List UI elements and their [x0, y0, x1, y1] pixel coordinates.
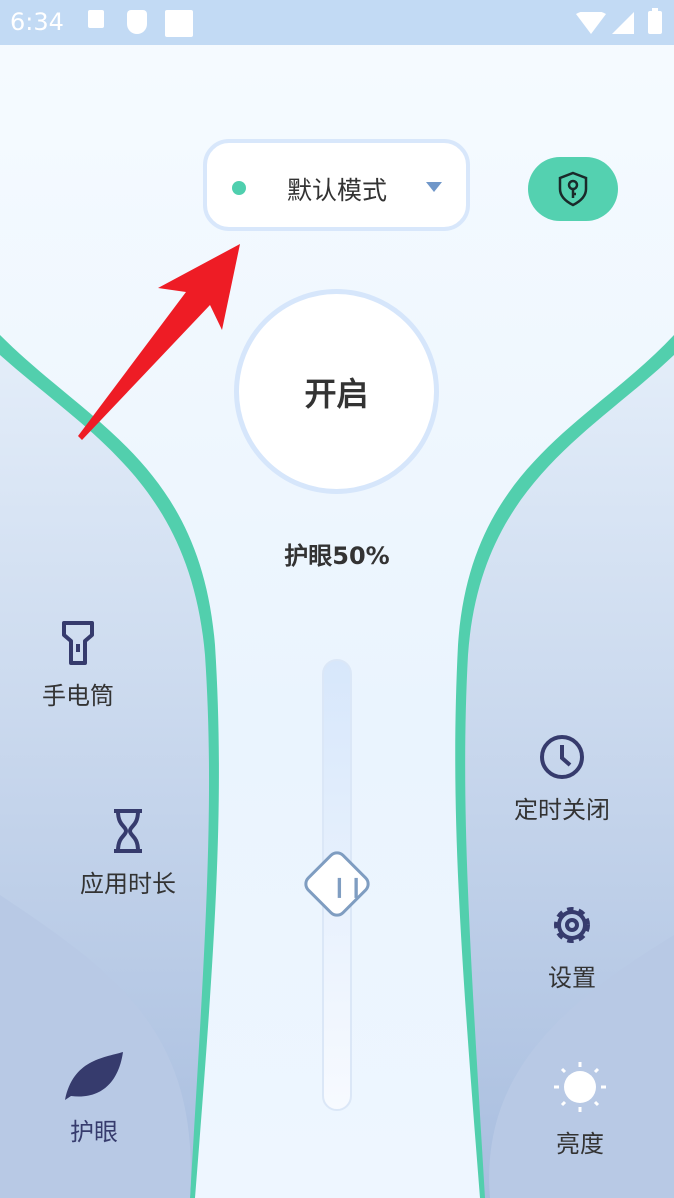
power-button[interactable]: 开启: [234, 289, 439, 494]
clock-icon: [540, 735, 584, 779]
status-time: 6:34: [10, 8, 64, 36]
hourglass-icon: [114, 809, 142, 853]
power-label: 开启: [304, 374, 369, 413]
signal-icon: [612, 12, 634, 34]
gear-icon: [554, 907, 590, 943]
app-usage-label: 应用时长: [80, 870, 176, 898]
settings-label: 设置: [548, 964, 596, 992]
brightness-label: 亮度: [556, 1130, 604, 1158]
notification-icon: [165, 10, 193, 37]
flashlight-label: 手电筒: [42, 682, 114, 710]
eye-protection-tab[interactable]: 护眼: [44, 1050, 144, 1147]
shield-key-icon: [558, 171, 588, 207]
app-usage-button[interactable]: 应用时长: [68, 808, 188, 899]
eye-protection-tab-label: 护眼: [70, 1118, 118, 1146]
battery-icon: [648, 8, 662, 34]
leaf-icon: [65, 1052, 123, 1100]
wifi-icon: [576, 12, 606, 34]
timer-off-label: 定时关闭: [514, 796, 610, 824]
chevron-down-icon: [426, 182, 442, 192]
play-shield-icon: [127, 10, 147, 34]
settings-button[interactable]: 设置: [522, 902, 622, 993]
timer-off-button[interactable]: 定时关闭: [502, 734, 622, 825]
status-bar: 6:34: [0, 0, 674, 45]
mode-status-dot: [232, 181, 246, 195]
mode-label: 默认模式: [287, 176, 388, 205]
brightness-button[interactable]: 亮度: [530, 1060, 630, 1159]
flashlight-icon: [62, 621, 94, 665]
privacy-shield-button[interactable]: [528, 157, 618, 221]
a-icon: [88, 10, 104, 28]
grip-icon: ❙❙: [331, 874, 365, 898]
flashlight-button[interactable]: 手电筒: [28, 620, 128, 711]
eye-protection-level: 护眼50%: [284, 542, 390, 570]
sun-icon: [554, 1062, 606, 1112]
mode-dropdown[interactable]: 默认模式: [203, 139, 470, 231]
